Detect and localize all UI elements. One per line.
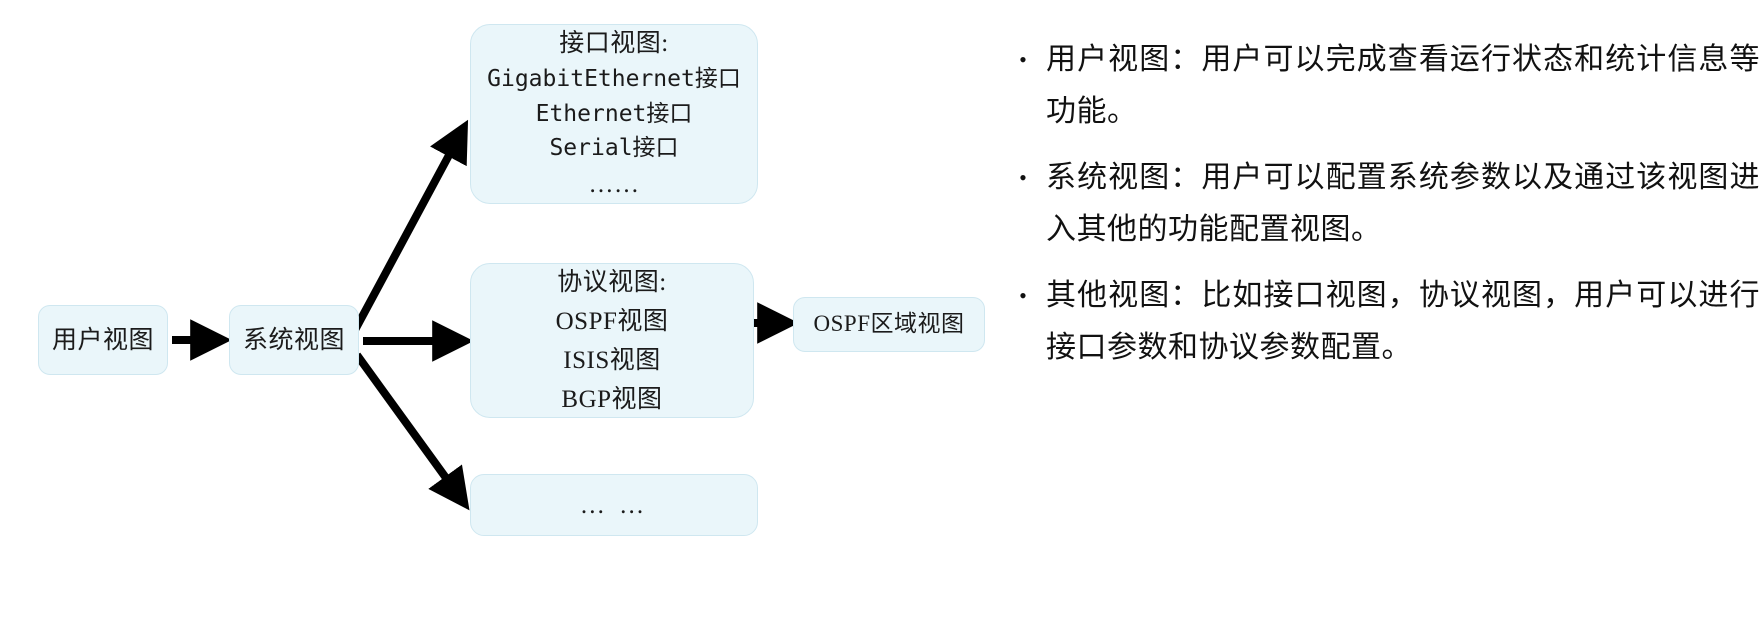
node-interface-view-line-1: GigabitEthernet接口	[487, 66, 741, 93]
arrow-system-to-more	[353, 352, 470, 511]
node-protocol-view-title: 协议视图:	[557, 268, 667, 296]
bullet-text-3: 其他视图：比如接口视图，协议视图，用户可以进行接口参数和协议参数配置。	[1046, 279, 1760, 364]
node-ospf-area-view[interactable]: OSPF区域视图	[793, 297, 985, 352]
node-user-view-label: 用户视图	[51, 326, 154, 354]
node-system-view[interactable]: 系统视图	[229, 305, 359, 375]
node-interface-view-line-4: ……	[588, 170, 640, 198]
bullet-icon: •	[1019, 47, 1027, 72]
bullet-list: • 用户视图：用户可以完成查看运行状态和统计信息等功能。 • 系统视图：用户可以…	[1000, 34, 1760, 388]
node-system-view-label: 系统视图	[242, 326, 345, 354]
list-item: • 其他视图：比如接口视图，协议视图，用户可以进行接口参数和协议参数配置。	[1000, 270, 1760, 374]
node-interface-view-line-3: Serial接口	[549, 135, 679, 162]
node-interface-view[interactable]: 接口视图: GigabitEthernet接口 Ethernet接口 Seria…	[470, 24, 758, 204]
node-protocol-view[interactable]: 协议视图: OSPF视图 ISIS视图 BGP视图	[470, 263, 754, 418]
node-interface-view-line-2: Ethernet接口	[535, 100, 693, 127]
node-protocol-view-line-3: BGP视图	[561, 385, 663, 413]
node-ospf-area-view-label: OSPF区域视图	[813, 311, 965, 337]
node-interface-view-title: 接口视图:	[559, 30, 669, 58]
node-more-view[interactable]: … …	[470, 474, 758, 536]
node-protocol-view-line-1: OSPF视图	[555, 307, 669, 335]
list-item: • 用户视图：用户可以完成查看运行状态和统计信息等功能。	[1000, 34, 1760, 138]
bullet-icon: •	[1019, 283, 1027, 308]
node-protocol-view-line-2: ISIS视图	[563, 346, 661, 374]
bullet-icon: •	[1019, 165, 1027, 190]
arrow-system-to-interface	[351, 119, 469, 332]
node-more-view-label: … …	[579, 491, 649, 519]
bullet-text-1: 用户视图：用户可以完成查看运行状态和统计信息等功能。	[1046, 43, 1760, 128]
bullet-text-2: 系统视图：用户可以配置系统参数以及通过该视图进入其他的功能配置视图。	[1046, 161, 1760, 246]
node-user-view[interactable]: 用户视图	[38, 305, 168, 375]
list-item: • 系统视图：用户可以配置系统参数以及通过该视图进入其他的功能配置视图。	[1000, 152, 1760, 256]
